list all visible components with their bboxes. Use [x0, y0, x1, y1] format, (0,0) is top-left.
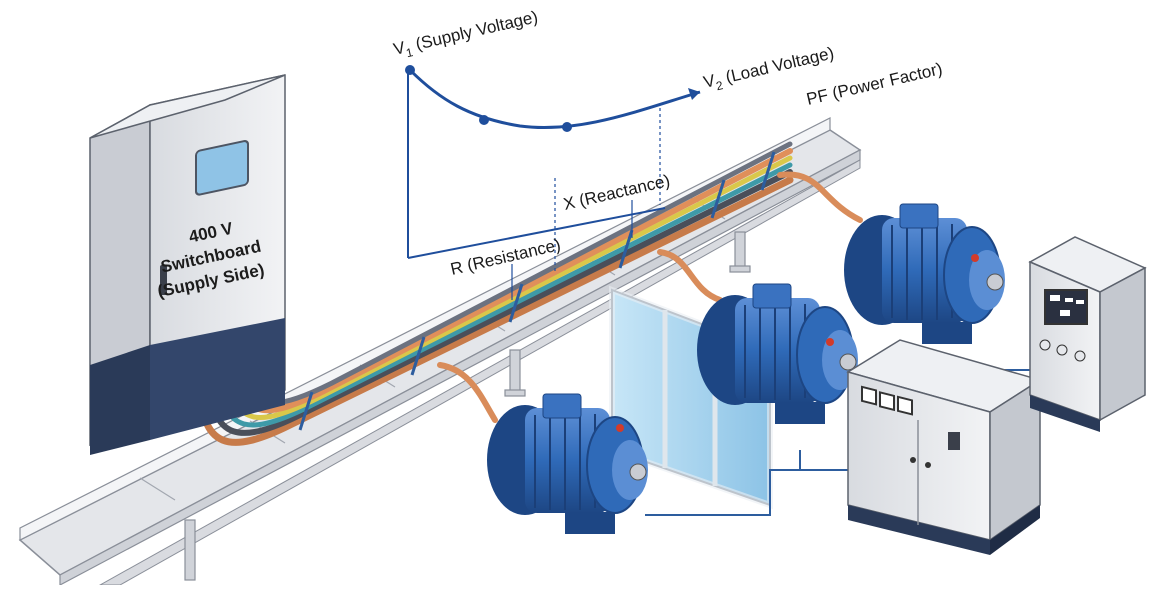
voltage-drop-graph [405, 65, 701, 273]
switchboard-icon: 400 V Switchboard (Supply Side) [89, 74, 286, 455]
pf-label: PF (Power Factor) [805, 59, 945, 109]
motor-icon [697, 283, 858, 424]
svg-text:V1 (Supply Voltage): V1 (Supply Voltage) [392, 7, 541, 63]
cable-clamps [298, 151, 776, 431]
v1-label: V1 (Supply Voltage) [392, 7, 541, 63]
motor-icon [844, 203, 1005, 344]
display-icon [195, 140, 249, 196]
motor-feed-cables [437, 171, 863, 423]
voltage-curve [408, 68, 701, 130]
motor-icon [487, 393, 648, 534]
door-handle-icon [160, 265, 167, 295]
control-cabinet-icon [1028, 236, 1147, 432]
control-panel-icon [846, 339, 1042, 555]
